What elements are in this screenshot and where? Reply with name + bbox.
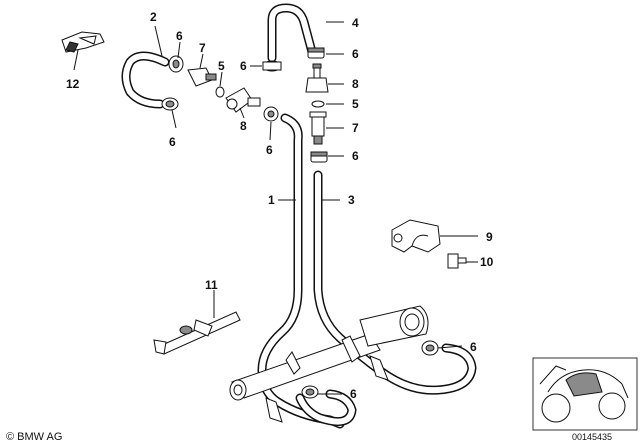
label-7-right: 7 bbox=[352, 121, 359, 135]
label-6-left-of-8: 6 bbox=[240, 59, 247, 73]
check-valve-7-left bbox=[187, 67, 217, 87]
label-7-left: 7 bbox=[199, 41, 206, 55]
t-piece-8-left bbox=[225, 87, 261, 113]
label-5-left: 5 bbox=[218, 59, 225, 73]
copyright-notice: © BMW AG bbox=[6, 431, 63, 443]
hose-2 bbox=[121, 51, 170, 109]
label-10: 10 bbox=[480, 255, 494, 269]
diagram-number: 00145435 bbox=[572, 432, 613, 442]
label-6-hose2-top: 6 bbox=[176, 29, 183, 43]
cable-tie-11 bbox=[153, 311, 241, 355]
hose-3 bbox=[313, 170, 477, 395]
label-6-hose2-bottom: 6 bbox=[169, 135, 176, 149]
check-valve-7-right bbox=[309, 111, 327, 145]
hose-1 bbox=[257, 113, 345, 429]
leader-lines bbox=[73, 21, 478, 395]
label-6-lower-mid: 6 bbox=[350, 387, 357, 401]
t-piece-8-right bbox=[305, 63, 329, 93]
holder-9 bbox=[391, 219, 441, 253]
motorcycle-thumbnail bbox=[532, 357, 638, 431]
hose-3-lower-loop bbox=[295, 389, 357, 427]
hose-4 bbox=[267, 3, 317, 63]
label-6-mid-right: 6 bbox=[352, 149, 359, 163]
label-6-top-right: 6 bbox=[352, 47, 359, 61]
clamp-6-lower-right bbox=[421, 340, 439, 356]
clamp-6-hose2-top bbox=[168, 55, 184, 73]
hose-clip-12 bbox=[61, 31, 105, 53]
label-6-hose1-top: 6 bbox=[266, 143, 273, 157]
o-ring-5-right bbox=[311, 100, 325, 108]
label-8-right: 8 bbox=[352, 77, 359, 91]
label-1: 1 bbox=[268, 193, 275, 207]
clamp-6-top-right bbox=[307, 47, 325, 59]
clamp-6-left-of-8 bbox=[262, 60, 282, 72]
clamp-6-lower-mid bbox=[301, 385, 319, 399]
clamp-6-hose1-top bbox=[263, 106, 279, 122]
label-4: 4 bbox=[352, 16, 359, 30]
label-8-left: 8 bbox=[240, 119, 247, 133]
bolt-10 bbox=[447, 253, 467, 269]
label-12: 12 bbox=[66, 77, 80, 91]
label-2: 2 bbox=[150, 10, 157, 24]
label-11: 11 bbox=[205, 278, 218, 292]
o-ring-5-left bbox=[215, 86, 225, 98]
label-5-right: 5 bbox=[352, 97, 359, 111]
clamp-6-mid-right bbox=[310, 151, 328, 163]
label-6-lower-right: 6 bbox=[470, 340, 477, 354]
fuel-rail bbox=[229, 305, 429, 423]
label-9: 9 bbox=[486, 230, 493, 244]
label-3: 3 bbox=[348, 193, 355, 207]
clamp-6-hose2-bottom bbox=[161, 97, 179, 111]
